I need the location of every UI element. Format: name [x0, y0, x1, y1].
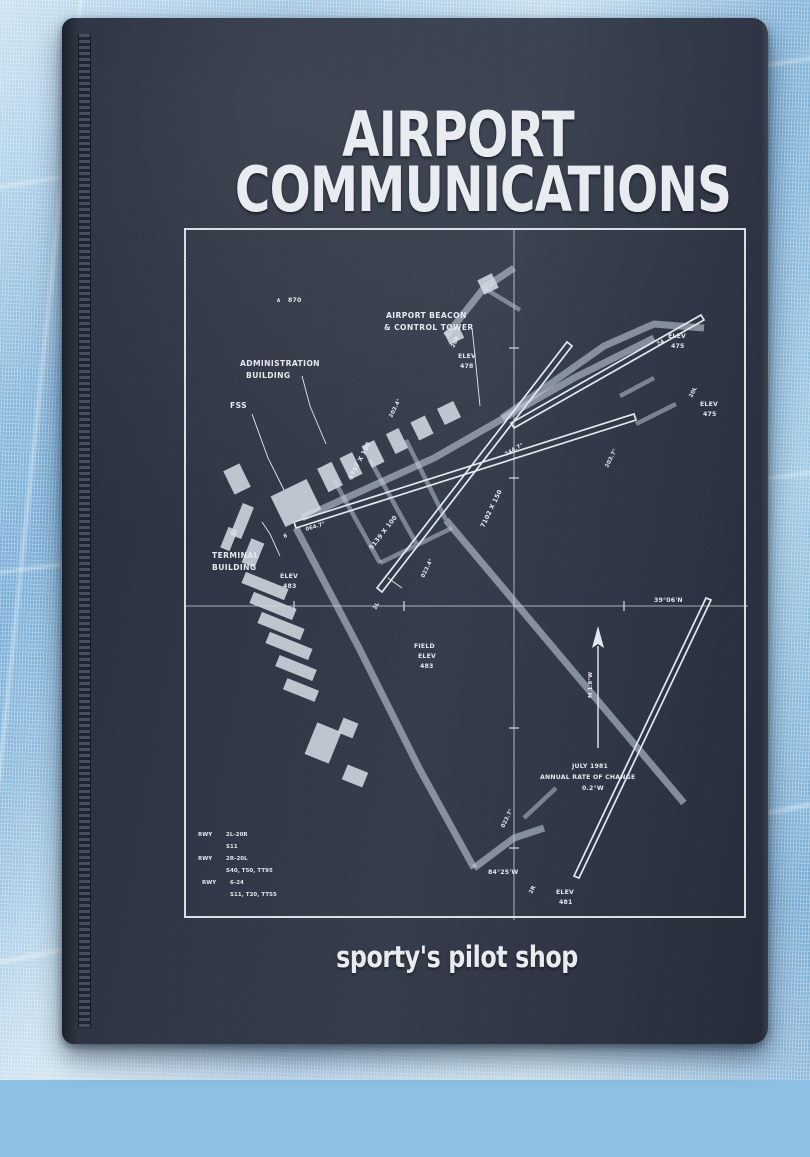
- bearing-203-4: 203.4°: [388, 398, 402, 419]
- variation-rate-label: ANNUAL RATE OF CHANGE: [540, 774, 635, 781]
- rwy-2r-20l-dimension: 7102 X 150: [480, 488, 505, 529]
- legend-row-0-runway: 2L-20R: [226, 832, 248, 838]
- obstruction-symbol: ∧: [276, 297, 281, 304]
- designator-6: 6: [283, 533, 289, 540]
- field-elev-line1: FIELD: [414, 643, 435, 650]
- legend-row-1-strength: S40, T50, TT95: [226, 868, 273, 874]
- elev-483-label: ELEV: [280, 573, 298, 580]
- elev-475b-label: ELEV: [700, 401, 718, 408]
- binder-cover[interactable]: AIRPORT COMMUNICATIONS: [62, 18, 768, 1044]
- zipper[interactable]: [78, 34, 91, 1028]
- terminal-building-label-line1: TERMINAL: [212, 551, 259, 560]
- longitude-label: 84°25'W: [488, 868, 518, 876]
- admin-building-label-line2: BUILDING: [246, 371, 291, 380]
- runways: [292, 313, 713, 880]
- coordinate-labels: 39°06'N 84°25'W: [488, 596, 683, 876]
- bearing-023-4: 023.4°: [420, 558, 434, 579]
- obstruction-marker: ∧ 870: [276, 297, 302, 304]
- field-elev-line2: ELEV: [418, 653, 436, 660]
- cover-artwork: AIRPORT COMMUNICATIONS: [172, 18, 754, 1044]
- airport-diagram: ∧ 870 AIRPORT BEACON & CONTROL TOWER ADM…: [186, 230, 748, 920]
- brand-name: sporty's pilot shop: [336, 940, 578, 974]
- admin-building-label-line1: ADMINISTRATION: [240, 359, 320, 368]
- legend-row-2-prefix: RWY: [202, 880, 216, 886]
- designator-2r: 2R: [528, 884, 537, 895]
- product-title-line1: AIRPORT: [342, 98, 575, 171]
- designator-20r: 20R: [450, 335, 461, 349]
- variation-arrow-label: M 1.8°W: [588, 672, 594, 698]
- elev-481-value: 481: [559, 899, 573, 906]
- binder-spine-lip: [62, 18, 78, 1044]
- fss-label: FSS: [230, 401, 247, 410]
- runway-designators: 2L 20R 2R 20L 6 24: [283, 335, 699, 895]
- buildings: [220, 273, 499, 788]
- product-title-line2: COMMUNICATIONS: [234, 153, 732, 226]
- beacon-tower-label-line2: & CONTROL TOWER: [384, 323, 474, 332]
- bearing-023-7: 023.7°: [500, 808, 514, 829]
- obstruction-elevation: 870: [288, 297, 302, 304]
- airport-diagram-frame: ∧ 870 AIRPORT BEACON & CONTROL TOWER ADM…: [184, 228, 748, 920]
- north-arrow-icon: [592, 626, 604, 748]
- graticule: [186, 230, 748, 920]
- beacon-tower-label-line1: AIRPORT BEACON: [386, 311, 467, 320]
- bearing-064: 064.7°: [305, 521, 326, 533]
- runway-strength-legend: RWY 2L-20R S11 RWY 2R-20L S40, T50, TT95…: [198, 832, 277, 898]
- elevation-labels: ELEV 478 ELEV 475 ELEV 475 ELEV 483 ELEV…: [280, 333, 718, 906]
- callout-labels: AIRPORT BEACON & CONTROL TOWER ADMINISTR…: [212, 311, 474, 572]
- callout-leaders: [251, 327, 481, 589]
- elev-478-value: 478: [460, 363, 474, 370]
- elev-478-label: ELEV: [458, 353, 476, 360]
- variation-date: JULY 1981: [571, 763, 608, 770]
- designator-24: 24: [656, 339, 666, 348]
- magnetic-variation: M 1.8°W JULY 1981 ANNUAL RATE OF CHANGE …: [540, 626, 635, 792]
- variation-rate-value: 0.2°W: [582, 784, 604, 792]
- elev-483-value: 483: [283, 583, 297, 590]
- field-elev-value: 483: [420, 663, 434, 670]
- legend-row-2-runway: 6-24: [230, 880, 244, 886]
- elev-475a-value: 475: [671, 343, 685, 350]
- elev-475a-label: ELEV: [668, 333, 686, 340]
- legend-row-0-strength: S11: [226, 844, 238, 850]
- designator-20l: 20L: [688, 386, 699, 399]
- designator-2l: 2L: [372, 601, 381, 611]
- rwy-2l-20r-dimension: 5139 X 100: [368, 514, 399, 551]
- elev-475b-value: 475: [703, 411, 717, 418]
- elev-481-label: ELEV: [556, 889, 574, 896]
- bearing-203-7: 203.7°: [604, 448, 618, 469]
- legend-row-0-prefix: RWY: [198, 832, 212, 838]
- legend-row-1-prefix: RWY: [198, 856, 212, 862]
- legend-row-2-strength: S11, T20, TT55: [230, 892, 277, 898]
- legend-row-1-runway: 2R-20L: [226, 856, 248, 862]
- terminal-building-label-line2: BUILDING: [212, 563, 257, 572]
- binder-edge-highlight: [761, 18, 768, 1044]
- latitude-label: 39°06'N: [654, 596, 683, 604]
